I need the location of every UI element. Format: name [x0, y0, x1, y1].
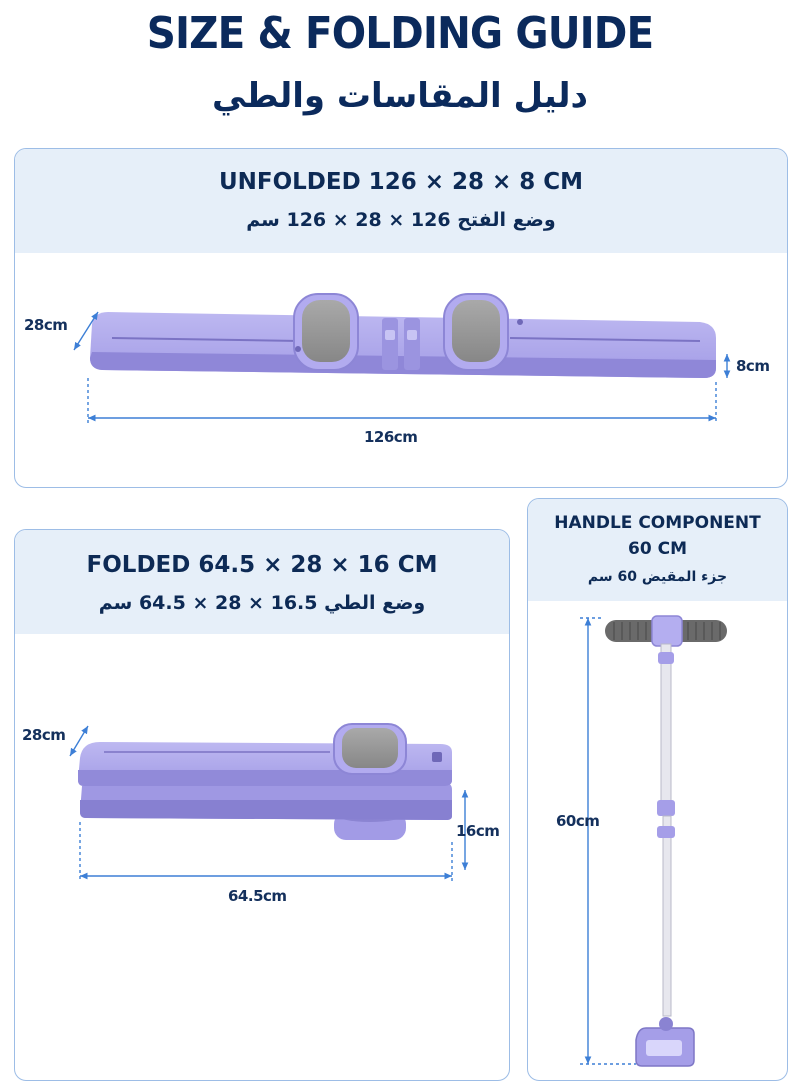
folded-title: FOLDED 64.5 × 28 × 16 CM: [86, 552, 438, 578]
page-title-arabic: دليل المقاسات والطي: [211, 76, 588, 116]
handle-panel: HANDLE COMPONENT 60 CM جزء المقيض 60 سم: [527, 498, 788, 1081]
unfolded-dimension-lines: [73, 311, 731, 424]
folded-title-arabic: وضع الطي 16.5 × 28 × 64.5 سم: [98, 592, 426, 614]
handle-image: [605, 615, 727, 1067]
handle-panel-header: HANDLE COMPONENT 60 CM جزء المقيض 60 سم: [528, 499, 787, 601]
folded-height-label: 16cm: [456, 822, 500, 840]
handle-title-arabic: جزء المقيض 60 سم: [587, 569, 728, 585]
unfolded-title-arabic: وضع الفتح 126 × 28 × 126 سم: [246, 209, 556, 231]
folded-panel-header: FOLDED 64.5 × 28 × 16 CM وضع الطي 16.5 ×…: [15, 530, 509, 634]
unfolded-board-image: [90, 293, 716, 378]
page-title: SIZE & FOLDING GUIDE: [146, 8, 654, 59]
unfolded-length-label: 126cm: [364, 428, 418, 446]
unfolded-title: UNFOLDED 126 × 28 × 8 CM: [218, 169, 584, 195]
folded-width-label: 28cm: [22, 726, 66, 744]
handle-title-line1: HANDLE COMPONENT: [554, 513, 761, 533]
handle-dimension-lines: [580, 617, 636, 1065]
folded-length-label: 64.5cm: [228, 887, 287, 905]
handle-length-label: 60cm: [556, 812, 600, 830]
folded-board-image: [78, 723, 452, 840]
unfolded-width-label: 28cm: [24, 316, 68, 334]
folded-dimension-lines: [69, 725, 469, 882]
unfolded-height-label: 8cm: [736, 357, 770, 375]
unfolded-panel-header: UNFOLDED 126 × 28 × 8 CM وضع الفتح 126 ×…: [15, 149, 787, 253]
handle-title-line2: 60 CM: [628, 539, 687, 559]
